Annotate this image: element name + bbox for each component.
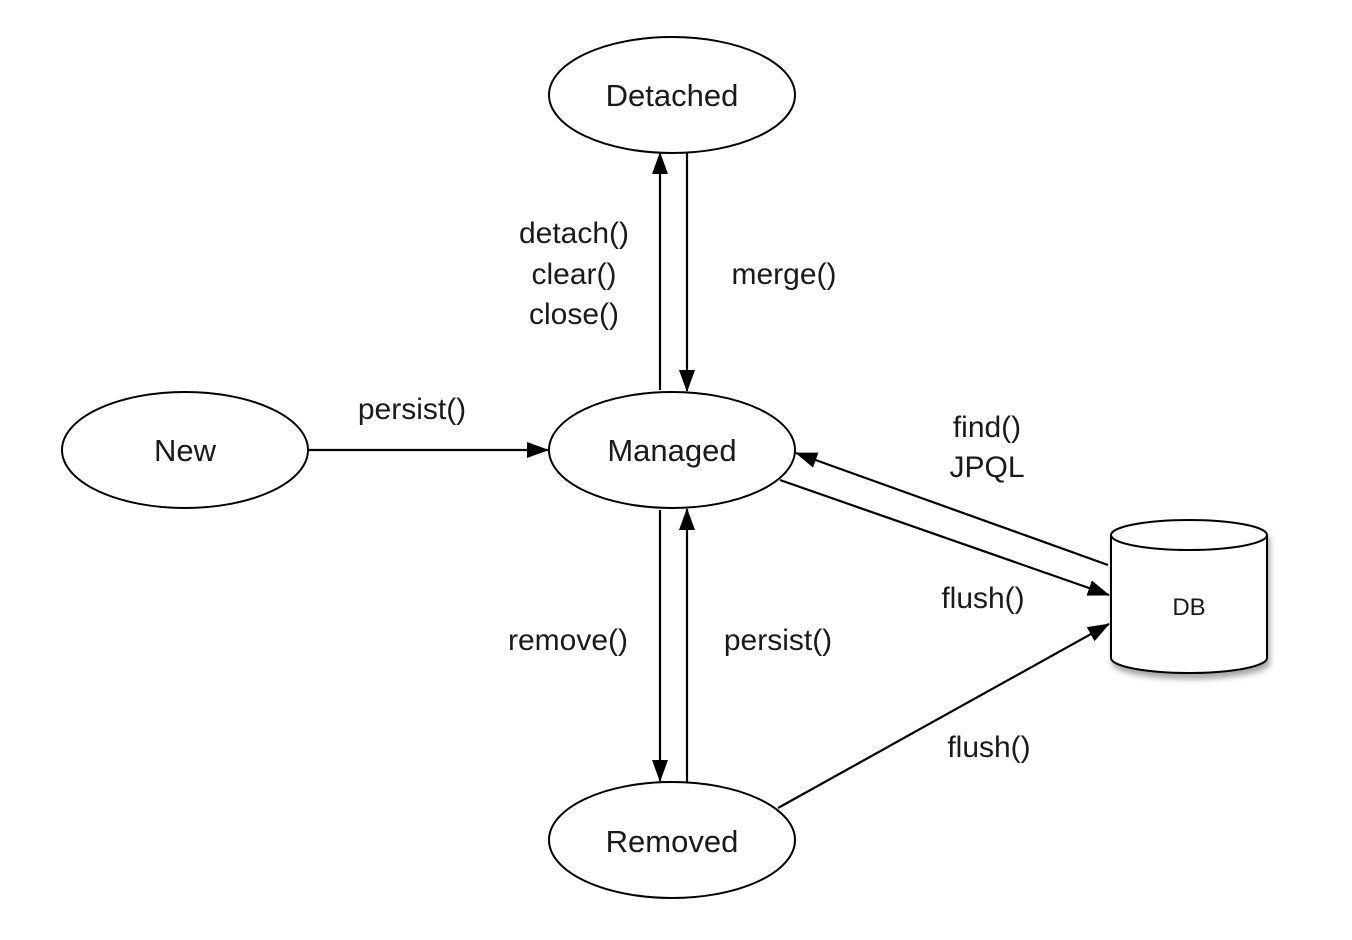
edge-label-detach: detach(): [519, 217, 629, 250]
node-db: DB: [1110, 519, 1268, 674]
database-cylinder-icon: [1110, 519, 1268, 674]
node-removed-label: Removed: [606, 824, 739, 859]
edge-label-persist-new: persist(): [358, 393, 466, 426]
edge-flush-removed-arrow: [777, 623, 1110, 809]
node-db-label: DB: [1172, 594, 1205, 621]
node-managed: Managed: [548, 391, 796, 509]
edge-find-arrow: [795, 451, 1109, 567]
edge-label-clear: clear(): [531, 258, 616, 291]
edge-flush-managed-arrow: [779, 478, 1110, 597]
edge-label-merge: merge(): [731, 258, 836, 291]
node-new-label: New: [154, 433, 217, 468]
edge-label-close: close(): [529, 298, 619, 331]
edge-label-flush-removed: flush(): [947, 731, 1030, 764]
edge-label-remove: remove(): [508, 624, 628, 657]
edge-label-flush-managed: flush(): [941, 582, 1024, 615]
node-removed: Removed: [548, 781, 796, 899]
node-detached: Detached: [548, 36, 796, 154]
edge-label-find: find(): [953, 411, 1021, 444]
edge-label-jpql: JPQL: [949, 451, 1024, 484]
node-new: New: [61, 391, 309, 509]
node-detached-label: Detached: [606, 78, 739, 113]
node-managed-label: Managed: [607, 433, 736, 468]
edge-label-persist-removed: persist(): [724, 624, 832, 657]
